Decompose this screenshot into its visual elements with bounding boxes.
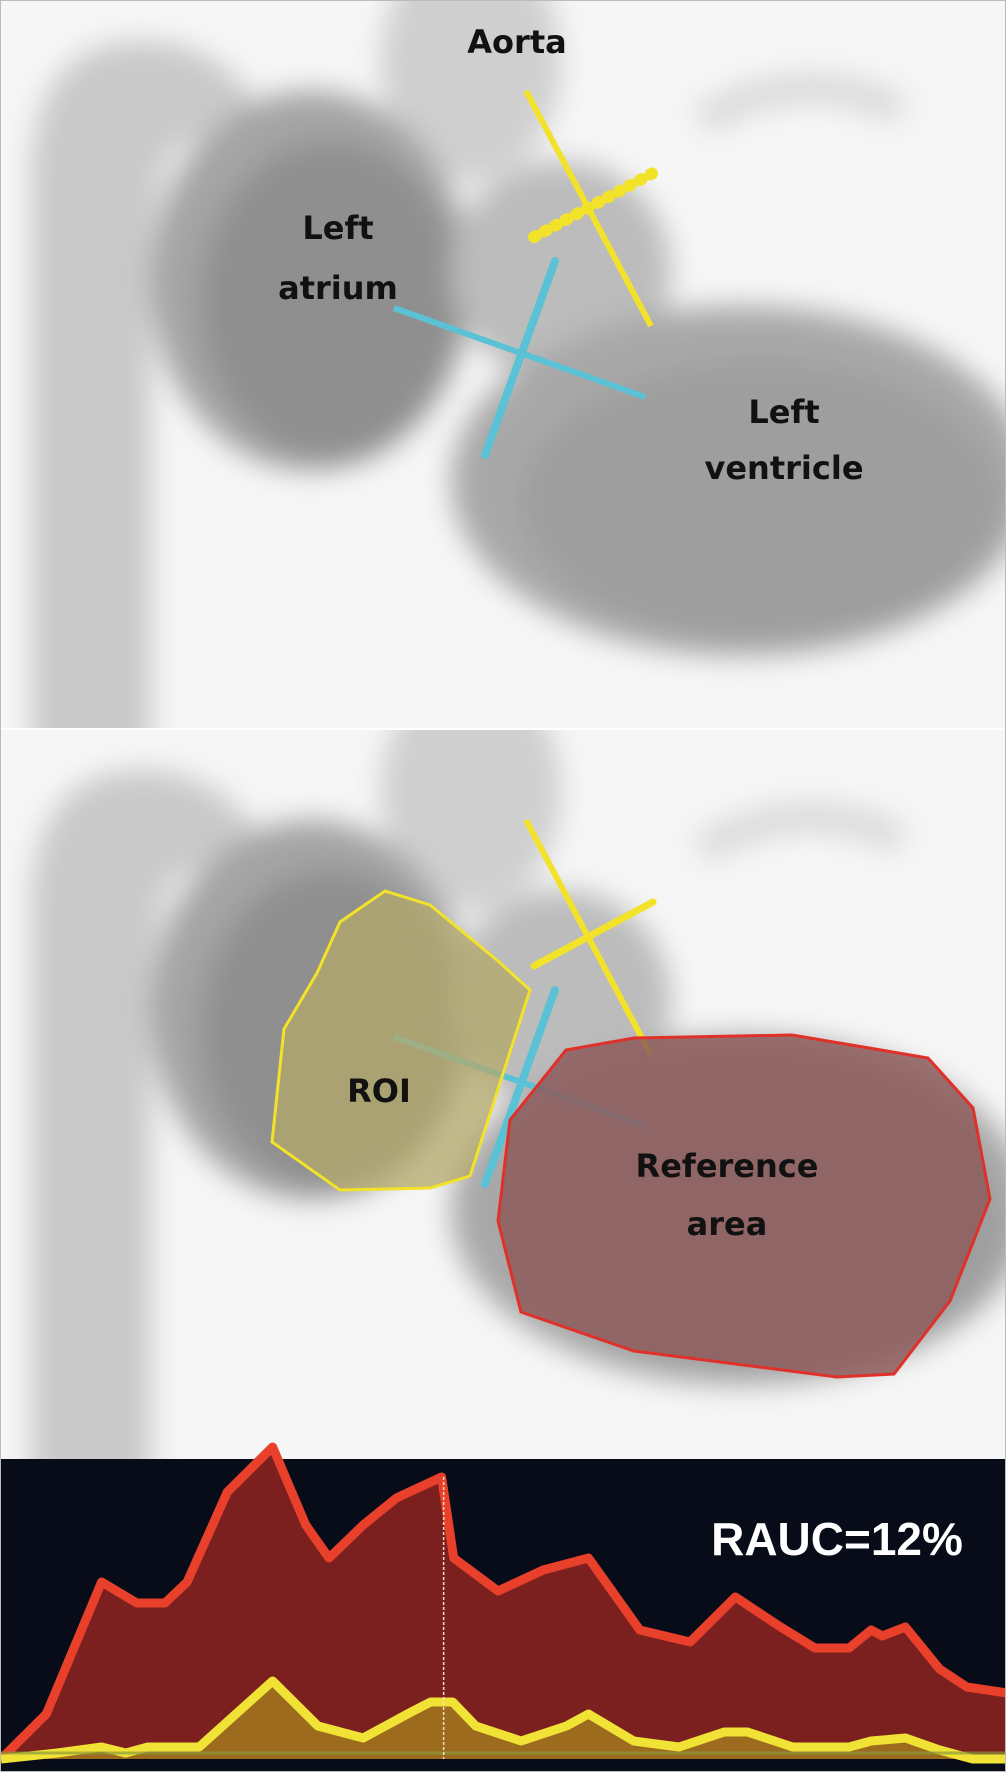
bottom-panel: ROI Reference area [1, 670, 1006, 1490]
label-roi: ROI [347, 1072, 411, 1110]
angiogram-image [1, 1, 1006, 761]
series-area-0 [1, 1447, 1005, 1759]
roi-outline [270, 889, 532, 1192]
label-left-ventricle-line2: ventricle [704, 449, 863, 487]
reference-area-outline [496, 1033, 992, 1379]
label-aorta: Aorta [467, 23, 566, 61]
rauc-annotation: RAUC=12% [711, 1513, 963, 1565]
series-line-0 [1, 1442, 1005, 1763]
label-reference-line2: area [687, 1205, 768, 1243]
series-line-1 [1, 1676, 1005, 1764]
label-reference-line1: Reference [636, 1147, 819, 1185]
cyan-valve-line [481, 257, 559, 459]
label-left-ventricle-line1: Left [748, 393, 819, 431]
label-left-atrium-line2: atrium [278, 269, 398, 307]
label-left-atrium-line1: Left [302, 209, 373, 247]
top-panel: Aorta Left atrium Left ventricle [1, 1, 1006, 761]
time-density-chart: RAUC=12% [1, 1442, 1005, 1771]
